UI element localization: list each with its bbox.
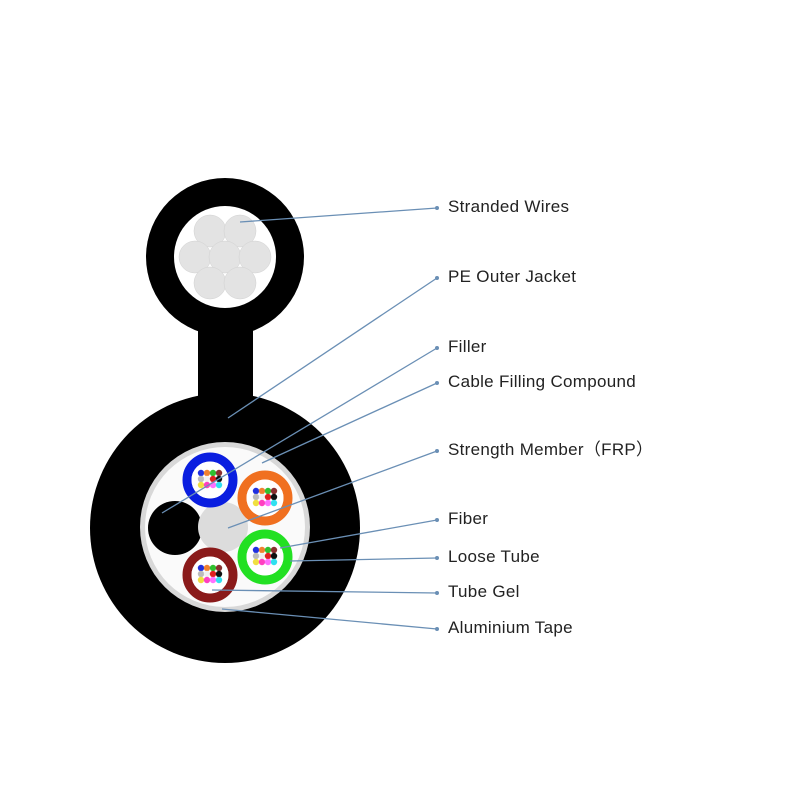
leader-dot xyxy=(435,346,439,350)
label-loose-tube: Loose Tube xyxy=(448,547,540,566)
leader-line-stranded-wires xyxy=(239,207,438,223)
label-strength-member: Strength Member（FRP） xyxy=(448,440,654,459)
fiber-dot xyxy=(197,570,205,578)
leader-dot xyxy=(435,556,439,560)
fiber-dot xyxy=(258,558,266,566)
fiber-dot xyxy=(264,546,272,554)
fiber-dot xyxy=(209,469,217,477)
fiber-dot xyxy=(264,552,272,560)
fiber-dot xyxy=(252,493,260,501)
fiber-dot xyxy=(270,493,278,501)
wire-strand xyxy=(238,240,272,274)
fiber-dot xyxy=(209,570,217,578)
fiber-dot xyxy=(215,564,223,572)
leader-line-cable-filling-compound xyxy=(261,382,438,464)
fiber-dot xyxy=(270,499,278,507)
label-cable-filling-compound: Cable Filling Compound xyxy=(448,372,637,391)
strength-member-frp xyxy=(198,502,248,552)
fiber-dot xyxy=(197,481,205,489)
fiber-dot xyxy=(252,552,260,560)
fiber-dot xyxy=(215,576,223,584)
leader-dot xyxy=(435,518,439,522)
leader-line-filler xyxy=(161,347,438,514)
fiber-dot xyxy=(197,469,205,477)
leader-line-loose-tube xyxy=(289,557,438,562)
leader-dot xyxy=(435,449,439,453)
fiber-dot xyxy=(203,475,211,483)
fiber-dot xyxy=(258,546,266,554)
filler xyxy=(148,501,202,555)
label-aluminium-tape: Aluminium Tape xyxy=(448,618,573,637)
loose-tube xyxy=(237,470,293,526)
fiber-dot xyxy=(258,487,266,495)
label-stranded-wires: Stranded Wires xyxy=(448,197,570,216)
loose-tube xyxy=(237,529,293,585)
jacket-neck xyxy=(198,325,253,405)
leader-line-strength-member xyxy=(227,450,438,529)
fiber-dot xyxy=(252,546,260,554)
leader-dot xyxy=(435,276,439,280)
fiber-dot xyxy=(258,552,266,560)
wire-strand xyxy=(223,266,257,300)
leader-dot xyxy=(435,627,439,631)
fiber-dot xyxy=(197,475,205,483)
wire-strand xyxy=(223,214,257,248)
messenger-wire xyxy=(146,178,304,336)
fiber-dot xyxy=(270,546,278,554)
leader-dot xyxy=(435,591,439,595)
fiber-dot xyxy=(203,576,211,584)
label-filler: Filler xyxy=(448,337,487,356)
label-fiber: Fiber xyxy=(448,509,489,528)
fiber-dot xyxy=(209,475,217,483)
fiber-dot xyxy=(215,469,223,477)
leader-line-pe-outer-jacket xyxy=(227,277,438,419)
leader-line-aluminium-tape xyxy=(221,608,438,630)
fiber-dot xyxy=(197,576,205,584)
loose-tube xyxy=(182,452,238,508)
fiber-dot xyxy=(215,481,223,489)
fiber-dot xyxy=(252,499,260,507)
fiber-dot xyxy=(264,487,272,495)
leader-lines xyxy=(161,206,439,631)
label-pe-outer-jacket: PE Outer Jacket xyxy=(448,267,577,286)
stranded-wires xyxy=(178,214,272,300)
fiber-dot xyxy=(203,570,211,578)
fiber-dot xyxy=(258,493,266,501)
fiber-dot xyxy=(264,499,272,507)
fiber-dot xyxy=(203,469,211,477)
loose-tube xyxy=(182,547,238,603)
fiber-dot xyxy=(270,487,278,495)
leader-dot xyxy=(435,381,439,385)
fiber-dot xyxy=(209,564,217,572)
fiber-dot xyxy=(209,576,217,584)
fiber-dot xyxy=(270,558,278,566)
fiber-dot xyxy=(203,564,211,572)
fiber-dot xyxy=(215,570,223,578)
cable-core xyxy=(90,393,360,663)
fiber-dot xyxy=(270,552,278,560)
fiber-dot xyxy=(252,487,260,495)
label-tube-gel: Tube Gel xyxy=(448,582,520,601)
wire-strand xyxy=(193,266,227,300)
fiber-dot xyxy=(252,558,260,566)
fiber-dot xyxy=(258,499,266,507)
fiber-dot xyxy=(264,558,272,566)
leader-line-tube-gel xyxy=(211,589,438,594)
leader-dot xyxy=(435,206,439,210)
fiber-dot xyxy=(197,564,205,572)
fiber-dot xyxy=(264,493,272,501)
leader-line-fiber xyxy=(279,519,438,549)
